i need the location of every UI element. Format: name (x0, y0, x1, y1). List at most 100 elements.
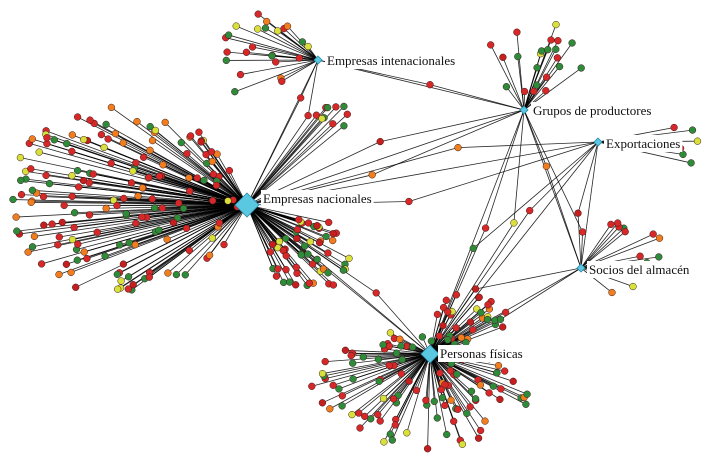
edge-socios_almacen (580, 224, 612, 269)
leaf-node-empresas_nacionales (122, 210, 130, 218)
leaf-node-empresas_nacionales (212, 181, 221, 190)
leaf-node-empresas_nacionales (68, 131, 76, 139)
leaf-node-empresas_nacionales (30, 232, 39, 241)
leaf-node-empresas_internacionales (254, 25, 262, 33)
leaf-node-empresas_nacionales (138, 184, 147, 192)
leaf-node-empresas_nacionales (282, 252, 290, 260)
leaf-node-empresas_internacionales (222, 56, 230, 65)
edge-bridge (429, 288, 476, 355)
leaf-node-empresas_nacionales (145, 173, 153, 182)
leaf-node-empresas_nacionales (268, 240, 277, 249)
edge-empresas_internacionales (265, 27, 319, 61)
leaf-node-empresas_nacionales (27, 165, 35, 173)
leaf-node-empresas_nacionales (104, 135, 112, 143)
leaf-node-personas_fisicas (318, 369, 327, 378)
edge-empresas_nacionales (77, 204, 248, 245)
edge-bridge (372, 109, 525, 176)
edge-empresas_nacionales (152, 140, 248, 206)
edge-bridge (485, 109, 525, 229)
edge-empresas_nacionales (246, 106, 345, 206)
leaf-node-personas_fisicas (355, 409, 363, 417)
leaf-node-empresas_nacionales (37, 260, 46, 268)
leaf-node-empresas_nacionales (45, 179, 54, 188)
edge-bridge (500, 267, 582, 320)
leaf-node-empresas_nacionales (173, 214, 182, 222)
leaf-node-empresas_nacionales (146, 146, 154, 154)
edge-empresas_internacionales (234, 59, 319, 93)
edge-empresas_nacionales (34, 204, 248, 237)
edge-personas_fisicas (394, 353, 431, 426)
edge-empresas_nacionales (190, 135, 248, 206)
leaf-node-empresas_nacionales (324, 269, 332, 277)
leaf-node-empresas_nacionales (315, 239, 324, 247)
leaf-node-shared (454, 143, 462, 152)
edge-empresas_nacionales (32, 204, 248, 248)
leaf-node-empresas_internacionales (304, 42, 312, 51)
leaf-node-empresas_internacionales (272, 58, 280, 66)
leaf-node-empresas_nacionales (63, 139, 71, 148)
edge-bridge (429, 222, 515, 355)
leaf-node-empresas_nacionales (164, 269, 172, 277)
leaf-node-empresas_nacionales (119, 260, 128, 268)
leaf-node-personas_fisicas (397, 342, 405, 350)
leaf-node-personas_fisicas (349, 375, 357, 383)
leaf-node-empresas_nacionales (215, 219, 224, 227)
leaf-node-personas_fisicas (501, 367, 509, 375)
edge-empresas_nacionales (57, 204, 248, 246)
leaf-node-empresas_nacionales (151, 204, 159, 212)
leaf-node-empresas_nacionales (138, 213, 146, 221)
leaf-node-grupos_productores (487, 41, 495, 49)
leaf-node-empresas_internacionales (254, 10, 262, 18)
leaf-node-empresas_nacionales (28, 186, 37, 194)
leaf-node-empresas_nacionales (197, 138, 205, 146)
leaf-node-empresas_nacionales (208, 234, 216, 242)
edge-hub-link (246, 59, 319, 206)
leaf-node-empresas_nacionales (93, 228, 101, 236)
leaf-node-personas_fisicas (375, 377, 383, 385)
leaf-node-empresas_nacionales (183, 150, 191, 158)
leaf-node-personas_fisicas (379, 394, 388, 403)
edge-personas_fisicas (333, 353, 431, 386)
edge-empresas_nacionales (16, 204, 248, 218)
leaf-node-grupos_productores (577, 64, 585, 72)
edge-empresas_nacionales (119, 204, 248, 246)
leaf-node-empresas_nacionales (181, 271, 189, 279)
leaf-node-personas_fisicas (374, 355, 383, 363)
leaf-node-personas_fisicas (326, 405, 334, 413)
leaf-node-empresas_nacionales (329, 230, 337, 238)
leaf-node-empresas_nacionales (266, 248, 274, 256)
leaf-node-personas_fisicas (321, 357, 329, 366)
edge-empresas_nacionales (21, 194, 248, 206)
edge-empresas_nacionales (39, 151, 248, 206)
leaf-node-personas_fisicas (308, 382, 316, 390)
leaf-node-personas_fisicas (349, 359, 357, 367)
leaf-node-shared (405, 197, 413, 206)
edge-empresas_nacionales (246, 107, 328, 206)
edge-empresas_nacionales (117, 204, 248, 275)
leaf-node-personas_fisicas (496, 395, 504, 404)
leaf-node-empresas_nacionales (329, 120, 337, 128)
hub-label-empresas-internacionales: Empresas intenacionales (327, 53, 455, 68)
leaf-node-empresas_nacionales (17, 190, 26, 199)
edge-empresas_nacionales (128, 204, 248, 278)
leaf-node-personas_fisicas (361, 412, 369, 421)
leaf-node-personas_fisicas (442, 296, 450, 304)
leaf-node-socios_almacen (636, 252, 644, 260)
leaf-node-empresas_nacionales (182, 224, 191, 233)
leaf-node-personas_fisicas (446, 367, 455, 375)
hub-node-personas-fisicas (420, 344, 440, 364)
leaf-node-empresas_nacionales (86, 116, 94, 124)
leaf-node-empresas_nacionales (274, 265, 282, 273)
leaf-node-empresas_nacionales (163, 235, 171, 244)
leaf-node-grupos_productores (513, 28, 521, 36)
leaf-node-empresas_nacionales (209, 197, 217, 205)
edge-bridge (577, 141, 599, 214)
leaf-node-empresas_nacionales (55, 270, 63, 279)
leaf-node-personas_fisicas (447, 396, 455, 404)
leaf-node-empresas_nacionales (329, 236, 337, 245)
leaf-node-personas_fisicas (485, 389, 493, 397)
leaf-node-empresas_nacionales (133, 117, 141, 126)
leaf-node-empresas_nacionales (58, 218, 66, 227)
leaf-node-empresas_nacionales (43, 134, 51, 142)
leaf-node-empresas_nacionales (169, 218, 178, 227)
